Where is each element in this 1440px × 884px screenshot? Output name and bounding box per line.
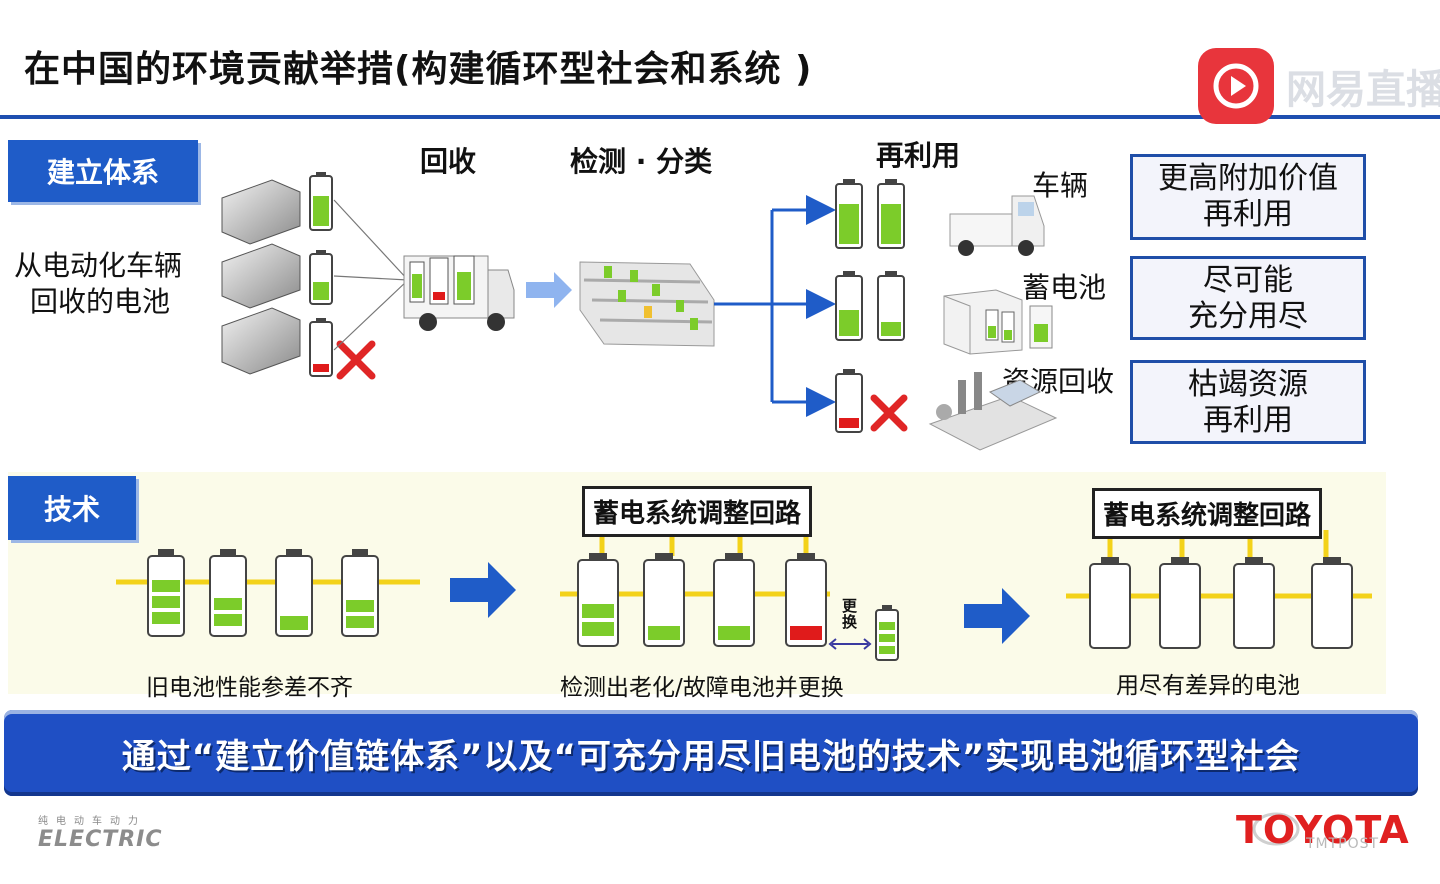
battery-cell-icon xyxy=(309,172,333,377)
replace-label-line2: 换 xyxy=(842,613,858,631)
caption-uneven: 旧电池性能参差不齐 xyxy=(146,675,353,701)
reuse-battery-icon xyxy=(835,179,905,433)
sorting-line-icon xyxy=(579,261,715,347)
recycle-truck-icon xyxy=(403,255,515,331)
storage-battery-icon xyxy=(943,289,1053,355)
title-divider xyxy=(0,115,1440,119)
footer-small-text: 纯电动车动力 xyxy=(38,816,146,827)
caption-use-up: 用尽有差异的电池 xyxy=(1116,673,1300,699)
vehicle-icon xyxy=(949,195,1045,256)
circuit-label-2: 蓄电系统调整回路 xyxy=(1092,488,1323,539)
old-battery-icon xyxy=(147,549,379,637)
play-logo-icon xyxy=(1198,48,1274,124)
branch-label-storage: 蓄电池 xyxy=(1022,271,1107,304)
brand-logo: TOYOTA xyxy=(1236,808,1410,852)
replace-label: 更 换 xyxy=(842,598,857,630)
battery-pack-icon xyxy=(221,179,301,375)
value-box-vehicle: 更高附加价值 再利用 xyxy=(1130,154,1366,240)
circuit-label-1: 蓄电系统调整回路 xyxy=(582,486,813,537)
caption-detect-replace: 检测出老化/故障电池并更换 xyxy=(560,675,844,701)
value-box-storage-line1: 尽可能 xyxy=(1203,263,1293,298)
footer-logo: 纯电动车动力 ELECTRIC xyxy=(38,812,163,852)
depleted-battery-icon xyxy=(1089,557,1353,649)
step-reuse-label: 再利用 xyxy=(876,139,961,172)
value-box-resource: 枯竭资源 再利用 xyxy=(1130,360,1366,444)
tag-technology: 技术 xyxy=(8,476,136,540)
split-arrows xyxy=(714,195,836,417)
value-box-resource-line1: 枯竭资源 xyxy=(1188,367,1308,402)
tag-system: 建立体系 xyxy=(8,140,198,202)
step-recycle-label: 回收 xyxy=(420,145,477,178)
source-label-line2: 回收的电池 xyxy=(30,285,171,318)
page-title: 在中国的环境贡献举措(构建循环型社会和系统 ) xyxy=(24,49,813,90)
value-box-storage-line2: 充分用尽 xyxy=(1188,299,1308,334)
value-box-storage: 尽可能 充分用尽 xyxy=(1130,256,1366,340)
source-label-line1: 从电动化车辆 xyxy=(14,249,183,282)
cross-icon xyxy=(870,394,908,432)
summary-banner-text: 通过“建立价值链体系”以及“可充分用尽旧电池的技术”实现电池循环型社会 xyxy=(121,736,1301,777)
swap-arrow-icon xyxy=(828,638,872,650)
watermark: 网易直播 xyxy=(1198,48,1440,124)
footer-electric-text: ELECTRIC xyxy=(38,827,163,852)
collect-lines xyxy=(333,199,409,351)
toyota-emblem-icon xyxy=(1252,812,1300,846)
watermark-text: 网易直播 xyxy=(1286,67,1440,113)
branch-label-vehicle: 车辆 xyxy=(1032,169,1089,202)
value-box-vehicle-line2: 再利用 xyxy=(1203,197,1293,232)
process-arrow-icon xyxy=(526,272,572,308)
footer-watermark: TMTPOST xyxy=(1306,836,1380,852)
arrow-right-icon xyxy=(450,562,516,618)
replace-label-line1: 更 xyxy=(842,597,858,615)
cross-icon xyxy=(336,340,376,380)
factory-icon xyxy=(928,372,1058,451)
arrow-right-icon xyxy=(964,588,1030,644)
step-sort-label: 检测 · 分类 xyxy=(570,145,713,178)
summary-banner: 通过“建立价值链体系”以及“可充分用尽旧电池的技术”实现电池循环型社会 xyxy=(4,710,1418,796)
value-box-resource-line2: 再利用 xyxy=(1203,403,1293,438)
value-box-vehicle-line1: 更高附加价值 xyxy=(1158,161,1338,196)
replacement-battery-icon xyxy=(875,605,899,661)
detected-battery-icon xyxy=(577,553,827,647)
